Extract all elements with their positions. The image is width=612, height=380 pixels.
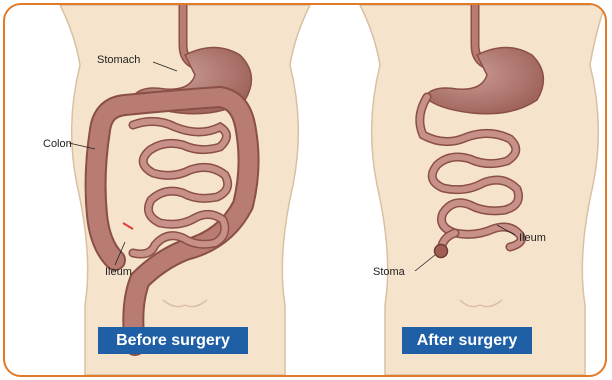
label-colon: Colon bbox=[43, 138, 72, 150]
stoma bbox=[435, 245, 448, 258]
caption-after-surgery: After surgery bbox=[402, 327, 532, 354]
caption-before-surgery: Before surgery bbox=[98, 327, 248, 354]
label-ileum-before: Ileum bbox=[105, 266, 132, 278]
illustration-frame: Stomach Colon Ileum Ileum Stoma Before s… bbox=[3, 3, 607, 377]
anatomy-illustration bbox=[5, 5, 605, 375]
label-ileum-after: Ileum bbox=[519, 232, 546, 244]
label-stomach: Stomach bbox=[97, 54, 140, 66]
after-surgery-figure bbox=[360, 5, 605, 375]
label-stoma: Stoma bbox=[373, 266, 405, 278]
